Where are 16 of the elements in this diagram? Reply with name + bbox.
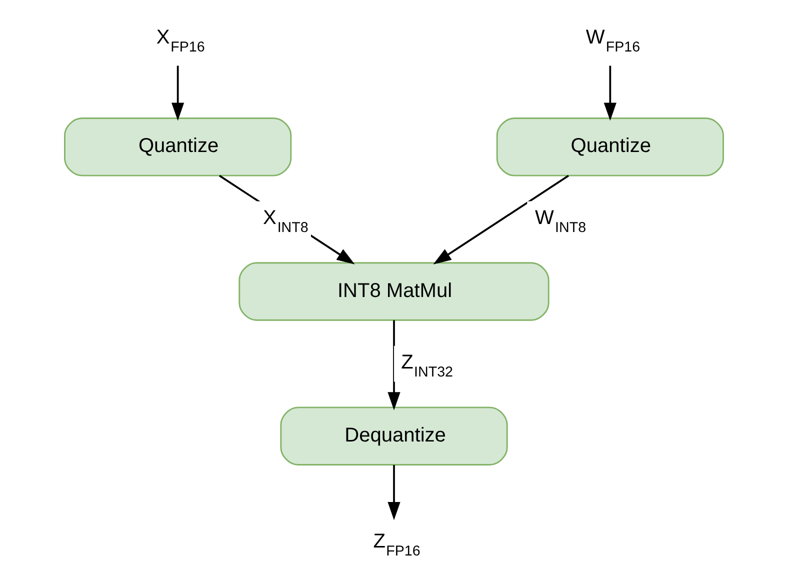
node-text: W$_{FP16}$	[585, 26, 640, 56]
arrow	[171, 66, 184, 121]
edge-label: X$_{INT8}$	[262, 206, 308, 236]
node-box: INT8 MatMul	[238, 262, 549, 321]
node-text: Z$_{FP16}$	[372, 530, 420, 560]
node-box: Dequantize	[280, 406, 508, 466]
arrow	[387, 320, 400, 410]
arrow	[218, 174, 354, 264]
edge-label: W$_{INT8}$	[534, 206, 586, 236]
arrow	[603, 66, 616, 121]
arrow	[432, 174, 569, 264]
edge-label: Z$_{INT32}$	[400, 351, 452, 380]
node-box: Quantize	[64, 118, 292, 176]
node-box: Quantize	[496, 118, 724, 176]
node-text: X$_{FP16}$	[156, 26, 204, 56]
arrow	[387, 464, 400, 520]
